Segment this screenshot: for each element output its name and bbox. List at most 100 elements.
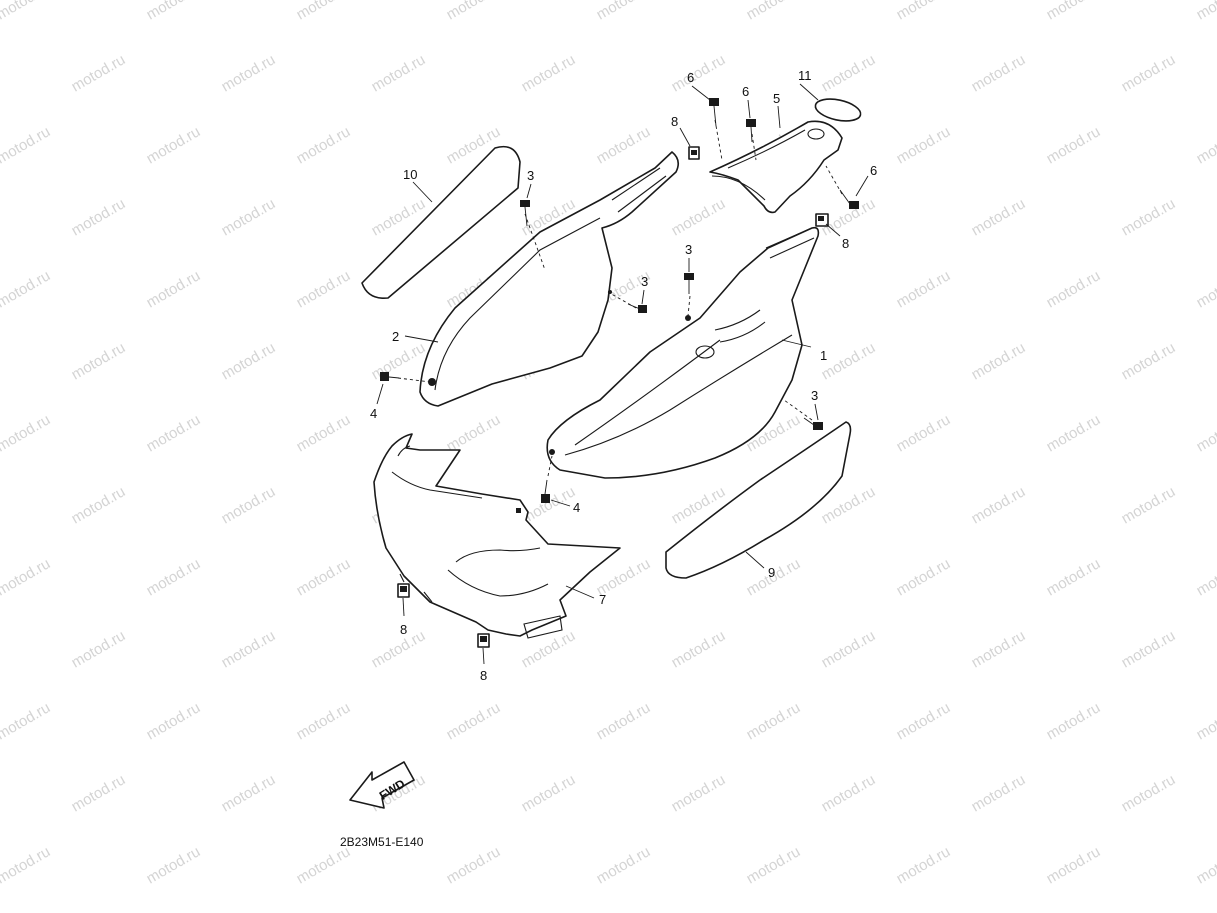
watermark-text: motod.ru (294, 411, 354, 455)
watermark-text: motod.ru (669, 195, 729, 239)
callout-3-b: 3 (641, 274, 648, 289)
watermark-text: motod.ru (744, 843, 804, 887)
watermark-text: motod.ru (1119, 51, 1179, 95)
callout-4-b: 4 (573, 500, 580, 515)
callout-7: 7 (599, 592, 606, 607)
watermark-text: motod.ru (894, 0, 954, 23)
callout-6-c: 6 (870, 163, 877, 178)
watermark-text: motod.ru (219, 339, 279, 383)
watermark-text: motod.ru (594, 843, 654, 887)
watermark-text: motod.ru (1119, 195, 1179, 239)
watermark-text: motod.ru (819, 339, 879, 383)
watermark-text: motod.ru (369, 627, 429, 671)
watermark-text: motod.ru (69, 483, 129, 527)
watermark-text: motod.ru (369, 339, 429, 383)
watermark-text: motod.ru (0, 123, 53, 167)
watermark-text: motod.ru (219, 483, 279, 527)
part-1-side-cover (546, 226, 820, 479)
watermark-text: motod.ru (369, 51, 429, 95)
callout-8-b: 8 (842, 236, 849, 251)
watermark-text: motod.ru (819, 771, 879, 815)
callout-6-a: 6 (687, 70, 694, 85)
watermark-text: motod.ru (1194, 555, 1217, 599)
watermark-text: motod.ru (294, 843, 354, 887)
part-10-decal (361, 145, 521, 300)
watermark-text: motod.ru (744, 699, 804, 743)
watermark-text: motod.ru (1119, 483, 1179, 527)
screw-6-b (746, 119, 757, 161)
watermark-text: motod.ru (1044, 0, 1104, 23)
callout-8-d: 8 (480, 668, 487, 683)
watermark-text: motod.ru (519, 771, 579, 815)
part-9-decal (665, 421, 852, 579)
callout-8-a: 8 (671, 114, 678, 129)
watermark-text: motod.ru (819, 627, 879, 671)
watermark-text: motod.ru (1044, 267, 1104, 311)
screw-3-a (520, 200, 546, 271)
watermark-text: motod.ru (69, 339, 129, 383)
part-7-lower-cover (373, 433, 621, 639)
watermark-text: motod.ru (444, 699, 504, 743)
watermark-text: motod.ru (0, 411, 53, 455)
watermark-text: motod.ru (969, 771, 1029, 815)
watermark-text: motod.ru (444, 843, 504, 887)
watermark-text: motod.ru (144, 411, 204, 455)
watermark-text: motod.ru (294, 123, 354, 167)
watermark-text: motod.ru (969, 627, 1029, 671)
watermark-text: motod.ru (1194, 123, 1217, 167)
screw-3-d (783, 399, 823, 430)
callout-6-b: 6 (742, 84, 749, 99)
watermark-text: motod.ru (0, 843, 53, 887)
watermark-text: motod.ru (0, 555, 53, 599)
screw-6-c (825, 165, 859, 209)
part-2-side-cover (419, 151, 680, 407)
watermark-text: motod.ru (444, 0, 504, 23)
screw-4-b (541, 455, 553, 503)
watermark-text: motod.ru (1194, 843, 1217, 887)
diagram-code: 2B23M51-E140 (340, 835, 424, 849)
watermark-text: motod.ru (69, 51, 129, 95)
watermark-text: motod.ru (294, 555, 354, 599)
watermark-text: motod.ru (1194, 267, 1217, 311)
watermark-text: motod.ru (144, 267, 204, 311)
watermark-text: motod.ru (444, 411, 504, 455)
watermark-text: motod.ru (519, 627, 579, 671)
watermark-text: motod.ru (1044, 123, 1104, 167)
watermark-text: motod.ru (0, 699, 53, 743)
callout-1: 1 (820, 348, 827, 363)
callout-11: 11 (798, 68, 812, 83)
callout-5: 5 (773, 91, 780, 106)
callout-8-c: 8 (400, 622, 407, 637)
watermark-text: motod.ru (0, 0, 53, 23)
watermark-text: motod.ru (219, 627, 279, 671)
watermark-text: motod.ru (969, 339, 1029, 383)
callout-10: 10 (403, 167, 417, 182)
clip-8-a (688, 146, 700, 160)
watermark-text: motod.ru (669, 51, 729, 95)
watermark-text: motod.ru (969, 51, 1029, 95)
watermark-text: motod.ru (144, 699, 204, 743)
watermark-text: motod.ru (219, 771, 279, 815)
watermark-text: motod.ru (1044, 555, 1104, 599)
watermark-text: motod.ru (744, 0, 804, 23)
watermark-text: motod.ru (1044, 699, 1104, 743)
part-11-emblem (814, 98, 862, 122)
watermark-text: motod.ru (1044, 411, 1104, 455)
watermark-text: motod.ru (1194, 0, 1217, 23)
watermark-text: motod.ru (894, 555, 954, 599)
clip-8-d (477, 633, 490, 648)
part-5-tail-piece (709, 120, 843, 214)
watermark-text: motod.ru (1119, 627, 1179, 671)
watermark-text: motod.ru (144, 555, 204, 599)
clip-8-c (397, 583, 410, 598)
watermark-text: motod.ru (294, 267, 354, 311)
watermark-text: motod.ru (894, 843, 954, 887)
clip-8-b (815, 213, 829, 227)
callout-4-a: 4 (370, 406, 377, 421)
watermark-text: motod.ru (669, 771, 729, 815)
callout-2: 2 (392, 329, 399, 344)
callout-labels: 1 2 3 3 3 3 4 4 5 6 6 6 7 8 8 8 8 9 10 1… (370, 68, 877, 683)
watermark-text: motod.ru (519, 51, 579, 95)
screw-4-a (380, 372, 431, 383)
